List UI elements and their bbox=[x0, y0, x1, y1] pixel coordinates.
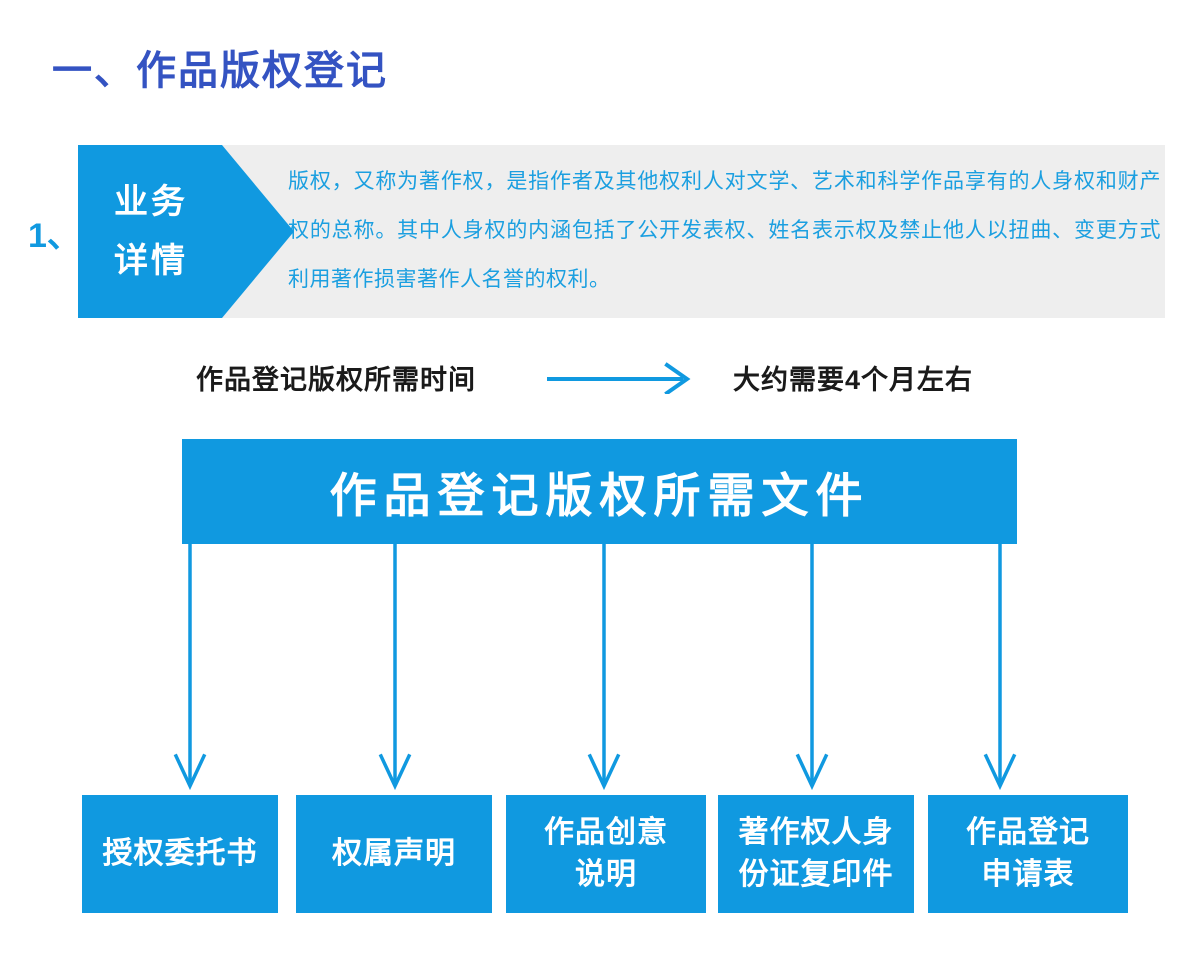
document-box[interactable]: 作品登记申请表 bbox=[928, 795, 1128, 913]
required-documents-list: 授权委托书 权属声明 作品创意说明著作权人身份证复印件作品登记申请表 bbox=[0, 795, 1200, 913]
business-details-tag-line-1: 业务 bbox=[114, 182, 188, 221]
document-box[interactable]: 著作权人身份证复印件 bbox=[718, 795, 914, 913]
down-arrow-icon bbox=[587, 544, 621, 791]
processing-time-row: 作品登记版权所需时间 大约需要4个月左右 bbox=[0, 358, 1200, 402]
document-box-label: 作品创意说明 bbox=[544, 816, 668, 891]
down-arrow-icon bbox=[983, 544, 1017, 791]
document-box-label: 授权委托书 bbox=[102, 837, 258, 870]
document-box[interactable]: 权属声明 bbox=[296, 795, 492, 913]
document-box-label: 权属声明 bbox=[332, 837, 456, 870]
processing-time-label: 作品登记版权所需时间 bbox=[196, 365, 476, 395]
section-index-label: 1、 bbox=[28, 217, 81, 255]
document-box-label: 作品登记申请表 bbox=[966, 816, 1090, 891]
business-details-band: 版权，又称为著作权，是指作者及其他权利人对文学、艺术和科学作品享有的人身权和财产… bbox=[78, 145, 1165, 318]
business-details-tag-line-2: 详情 bbox=[114, 241, 188, 280]
document-box-label: 著作权人身份证复印件 bbox=[738, 816, 894, 891]
required-documents-header: 作品登记版权所需文件 bbox=[182, 439, 1017, 544]
page-title: 一、作品版权登记 bbox=[52, 49, 388, 93]
down-arrow-icon bbox=[795, 544, 829, 791]
processing-time-value: 大约需要4个月左右 bbox=[733, 365, 974, 395]
required-documents-title: 作品登记版权所需文件 bbox=[329, 469, 870, 522]
document-box[interactable]: 作品创意说明 bbox=[506, 795, 706, 913]
down-arrow-icon bbox=[173, 544, 207, 791]
business-details-panel: 版权，又称为著作权，是指作者及其他权利人对文学、艺术和科学作品享有的人身权和财产… bbox=[222, 145, 1165, 318]
right-arrow-icon bbox=[545, 362, 695, 399]
document-box[interactable]: 授权委托书 bbox=[82, 795, 278, 913]
business-details-paragraph: 版权，又称为著作权，是指作者及其他权利人对文学、艺术和科学作品享有的人身权和财产… bbox=[288, 170, 1161, 291]
down-arrow-icon bbox=[378, 544, 412, 791]
